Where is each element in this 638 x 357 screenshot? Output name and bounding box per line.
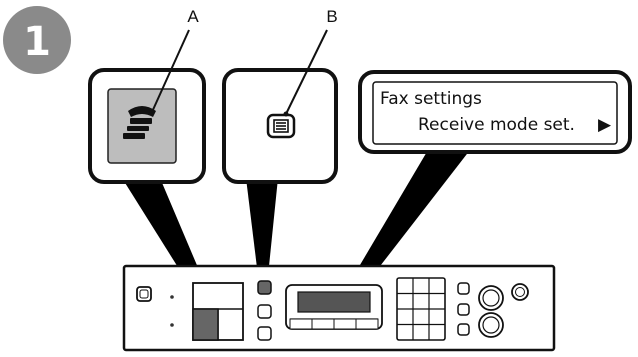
- right-triangle-icon: ▶: [598, 115, 612, 135]
- callout-a-label: A: [187, 7, 199, 26]
- lcd-zoom-box: Fax settings Receive mode set. ▶: [358, 70, 632, 154]
- function-key-2[interactable]: [311, 318, 335, 330]
- function-key-1[interactable]: [289, 318, 313, 330]
- operation-panel: [122, 264, 556, 352]
- coded-dial-key[interactable]: [457, 323, 470, 336]
- function-key-4[interactable]: [355, 318, 379, 330]
- back-key[interactable]: [257, 326, 272, 341]
- fax-handset-icon: [123, 106, 156, 139]
- menu-list-icon: [273, 119, 289, 133]
- panel-lcd-group: [285, 284, 383, 330]
- fax-mode-key[interactable]: [192, 308, 219, 341]
- mode-button-group: [192, 282, 244, 341]
- lcd-line-2: Receive mode set.: [418, 115, 575, 135]
- settings-key[interactable]: [257, 304, 272, 319]
- lcd-screen: [372, 81, 618, 145]
- callout-b: B: [283, 7, 338, 117]
- zoom-box-menu-button: [222, 68, 338, 184]
- callout-a: A: [149, 7, 199, 115]
- function-key-3[interactable]: [333, 318, 357, 330]
- callout-b-label: B: [326, 7, 337, 26]
- numeric-keypad[interactable]: [396, 277, 446, 341]
- lcd-line-1: Fax settings: [380, 89, 482, 109]
- zoom-box-fax-button: [88, 68, 206, 184]
- step-badge: 1: [3, 6, 71, 74]
- indicator-lamp: [170, 323, 174, 327]
- hook-key[interactable]: [457, 303, 470, 316]
- stop-button[interactable]: [511, 283, 529, 301]
- power-button[interactable]: [136, 286, 152, 302]
- indicator-lamp: [170, 295, 174, 299]
- step-number: 1: [23, 19, 51, 65]
- panel-lcd: [297, 291, 371, 313]
- redial-key[interactable]: [457, 282, 470, 295]
- menu-key[interactable]: [257, 280, 272, 295]
